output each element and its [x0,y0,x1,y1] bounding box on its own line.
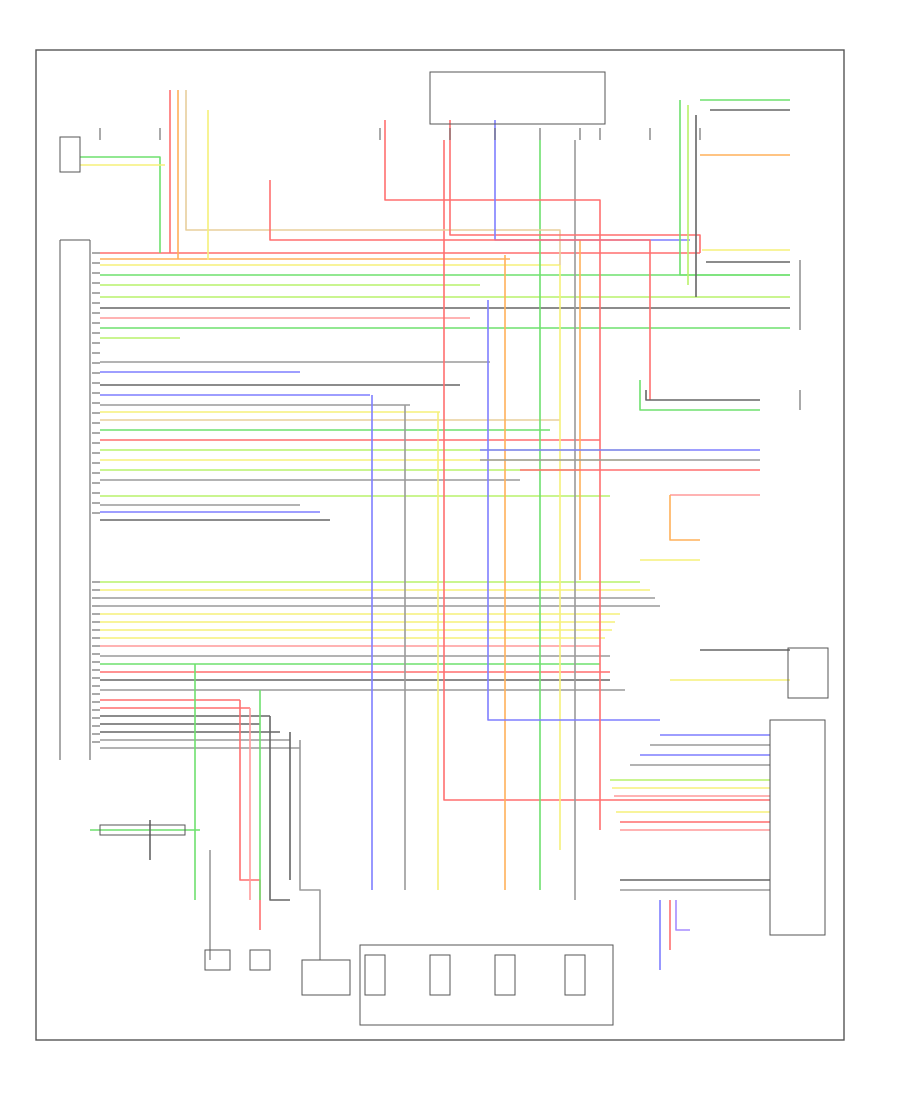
right-wire [675,900,690,931]
range-switch-box [769,719,826,936]
right-wire [639,380,760,411]
vertical-wire [443,140,770,801]
right-wire [679,100,790,276]
lower-left-wire [269,716,290,901]
solenoid-group-box [359,944,614,1026]
connector-box [59,136,81,173]
sensor-box [204,949,231,971]
top-wire [80,156,161,253]
solenoid-box [429,954,451,996]
top-wire [449,120,701,253]
right-wire [669,495,700,541]
component-layer [59,71,829,1026]
sensor-box [249,949,271,971]
sensor-box [787,647,829,699]
right-wire [645,390,760,401]
fuse-box [99,824,186,836]
solenoid-box [364,954,386,996]
top-wire [384,120,601,440]
diagram-border [35,49,845,1041]
lower-left-wire [299,740,321,960]
module-box [301,959,351,996]
solenoid-box [494,954,516,996]
top-wire [269,180,651,400]
solenoid-box [564,954,586,996]
relay-box [429,71,606,125]
wire-layer [80,90,790,970]
top-wire [185,90,561,265]
top-wire [494,120,690,241]
vertical-wire [487,300,660,721]
